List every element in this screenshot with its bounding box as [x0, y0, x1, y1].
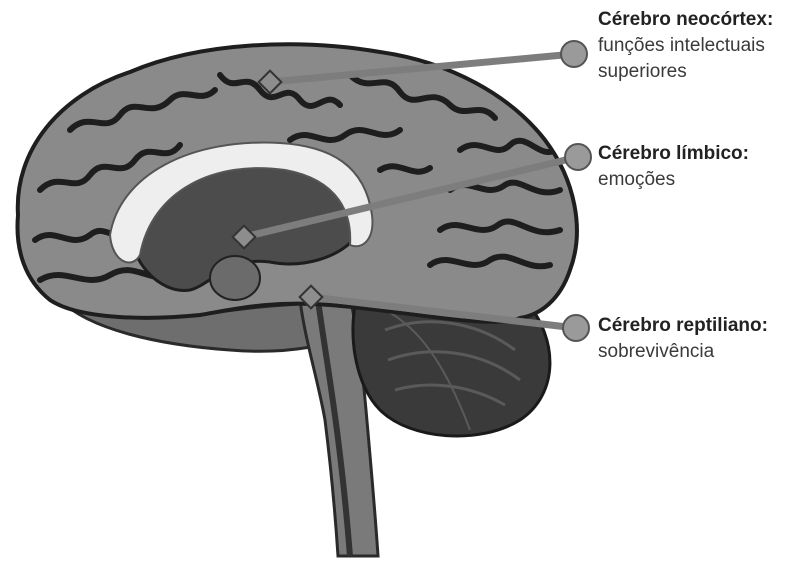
pointer-dot-neocortex	[561, 41, 587, 67]
label-neocortex-title: Cérebro neocórtex:	[598, 7, 773, 33]
pointer-dot-reptilian	[563, 315, 589, 341]
label-neocortex: Cérebro neocórtex: funções intelectuais …	[598, 7, 773, 85]
label-neocortex-desc-line1: funções intelectuais	[598, 33, 773, 59]
label-reptilian: Cérebro reptiliano: sobrevivência	[598, 313, 768, 365]
label-limbic-desc-line1: emoções	[598, 167, 749, 193]
label-neocortex-desc-line2: superiores	[598, 59, 773, 85]
label-limbic-title: Cérebro límbico:	[598, 141, 749, 167]
label-reptilian-title: Cérebro reptiliano:	[598, 313, 768, 339]
label-reptilian-desc-line1: sobrevivência	[598, 339, 768, 365]
pointer-dot-limbic	[565, 144, 591, 170]
label-limbic: Cérebro límbico: emoções	[598, 141, 749, 193]
